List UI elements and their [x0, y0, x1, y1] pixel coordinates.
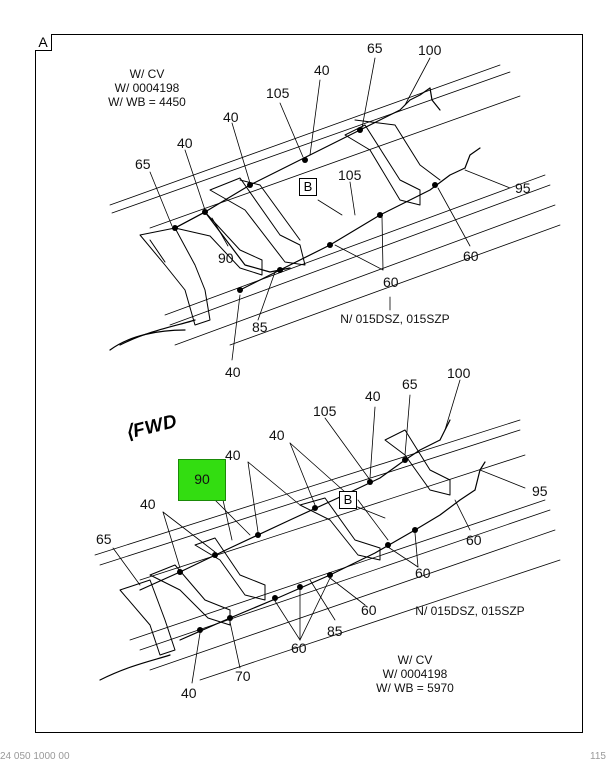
detail-ref-box: B — [299, 178, 317, 196]
view2-note: W/ CV W/ 0004198 W/ WB = 5970 — [360, 653, 470, 695]
callout-label: 40 — [177, 135, 193, 151]
view2-note-line: W/ 0004198 — [382, 667, 448, 681]
callout-label: 60 — [466, 532, 482, 548]
callout-label: 100 — [418, 42, 442, 58]
diagram-frame — [35, 34, 583, 733]
callout-label: 105 — [313, 403, 337, 419]
callout-label: 60 — [415, 565, 431, 581]
view1-leaders — [149, 57, 511, 361]
callout-label: 60 — [291, 640, 307, 656]
callout-label: 40 — [225, 364, 241, 380]
callout-label: 85 — [252, 319, 268, 335]
callout-label: 60 — [361, 602, 377, 618]
view1-note: W/ CV W/ 0004198 W/ WB = 4450 — [92, 67, 202, 109]
view1-note-line: W/ CV — [129, 67, 165, 81]
footer-page: 115 — [590, 751, 606, 762]
view2-leaders — [112, 379, 526, 684]
view2-frame-rails — [94, 419, 561, 681]
callout-label: 60 — [383, 274, 399, 290]
callout-label: 40 — [140, 496, 156, 512]
callout-label: 40 — [181, 685, 197, 701]
view1-crossmembers — [139, 119, 441, 326]
callout-label: 40 — [269, 427, 285, 443]
callout-label: 40 — [225, 447, 241, 463]
callout-label: 60 — [463, 248, 479, 264]
callout-label: 105 — [266, 85, 290, 101]
callout-label: 65 — [367, 40, 383, 56]
callout-label: 85 — [327, 623, 343, 639]
view1-note-line: W/ WB = 4450 — [108, 95, 186, 109]
callout-label: 65 — [96, 531, 112, 547]
callout-label: 95 — [532, 483, 548, 499]
highlighted-callout[interactable]: 90 — [178, 459, 226, 501]
footer-code: 24 050 1000 00 — [0, 751, 70, 762]
callout-label: 100 — [447, 365, 471, 381]
frame-tag: A — [35, 34, 52, 51]
callout-label: 65 — [402, 376, 418, 392]
view1-frame-rails — [109, 64, 561, 346]
option-note: N/ 015DSZ, 015SZP — [340, 312, 450, 326]
view1-clips — [172, 127, 438, 293]
option-note: N/ 015DSZ, 015SZP — [415, 604, 525, 618]
callout-label: 40 — [365, 388, 381, 404]
callout-label: 95 — [515, 180, 531, 196]
callout-label: 40 — [314, 62, 330, 78]
detail-ref-box: B — [339, 491, 357, 509]
view2-note-line: W/ CV — [397, 653, 433, 667]
view2-note-line: W/ WB = 5970 — [376, 681, 454, 695]
callout-label: 70 — [235, 668, 251, 684]
callout-label: 40 — [223, 109, 239, 125]
callout-label: 105 — [338, 167, 362, 183]
callout-label: 90 — [218, 250, 234, 266]
view1-harness — [109, 87, 481, 351]
callout-label: 65 — [135, 156, 151, 172]
view1-note-line: W/ 0004198 — [114, 81, 180, 95]
